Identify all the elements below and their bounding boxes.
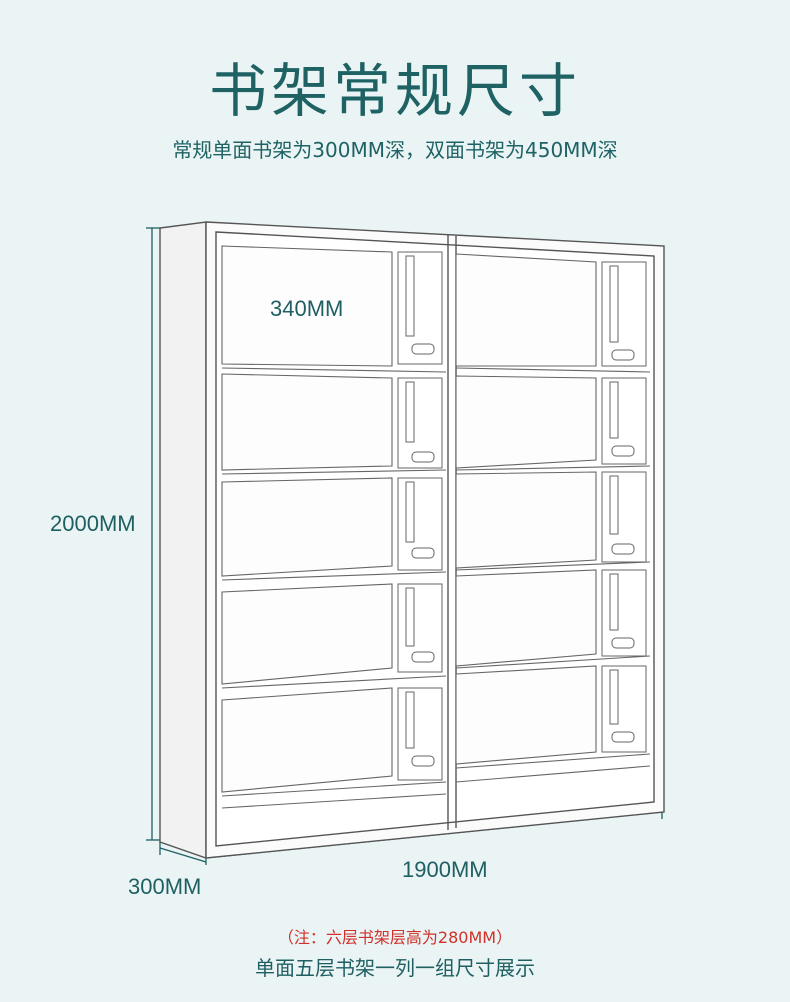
height-label: 2000MM xyxy=(50,511,136,536)
height-note: （注：六层书架层高为280MM） xyxy=(277,928,513,947)
right-bay-shelves xyxy=(455,253,651,783)
page-title: 书架常规尺寸 xyxy=(208,57,581,125)
width-label: 1900MM xyxy=(402,857,488,882)
shelf-gap-label: 340MM xyxy=(270,296,344,321)
left-bay-brackets xyxy=(397,251,443,781)
depth-dimension-line xyxy=(159,847,207,863)
bottom-caption: 单面五层书架一列一组尺寸展示 xyxy=(255,956,535,980)
left-bay-shelves xyxy=(221,245,447,809)
page-subtitle: 常规单面书架为300MM深，双面书架为450MM深 xyxy=(172,138,618,162)
right-bay-brackets xyxy=(601,261,647,753)
depth-label: 300MM xyxy=(128,874,202,899)
